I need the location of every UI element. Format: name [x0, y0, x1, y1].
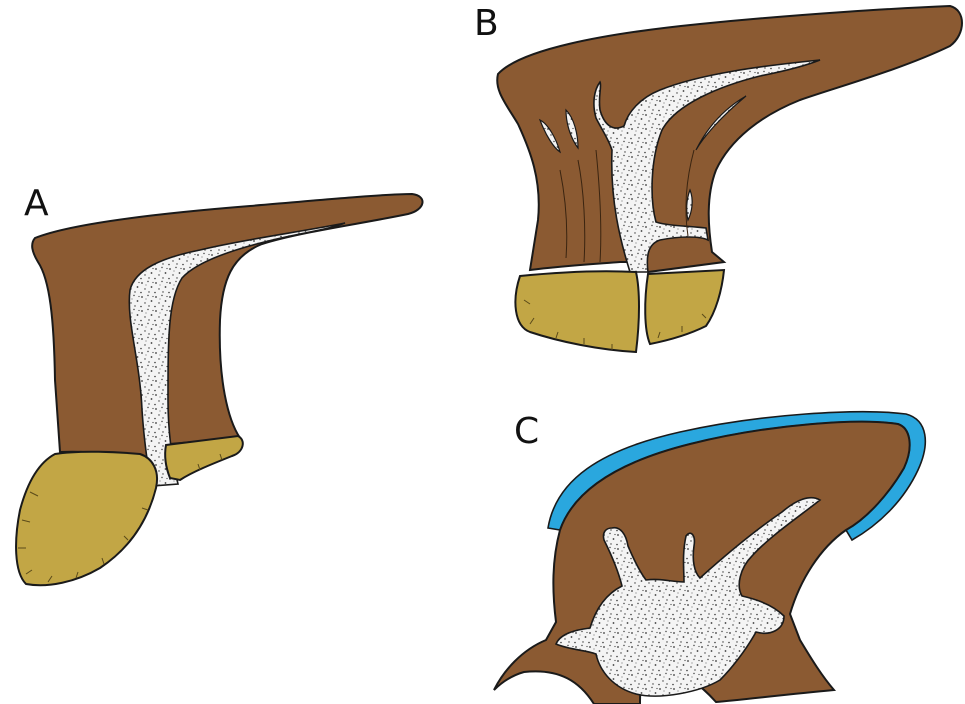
- panel-b-drawing: [497, 6, 962, 352]
- panel-label-a: A: [24, 186, 49, 222]
- panel-a-cap: [16, 452, 157, 586]
- panel-a-drawing: [16, 194, 422, 585]
- panel-a-tissue: [32, 194, 422, 462]
- panel-b-cap-left: [515, 271, 639, 352]
- panel-c-drawing: [494, 412, 925, 704]
- panel-label-c: C: [514, 414, 539, 450]
- panel-b-cap-right: [645, 270, 724, 344]
- panel-label-b: B: [474, 6, 499, 42]
